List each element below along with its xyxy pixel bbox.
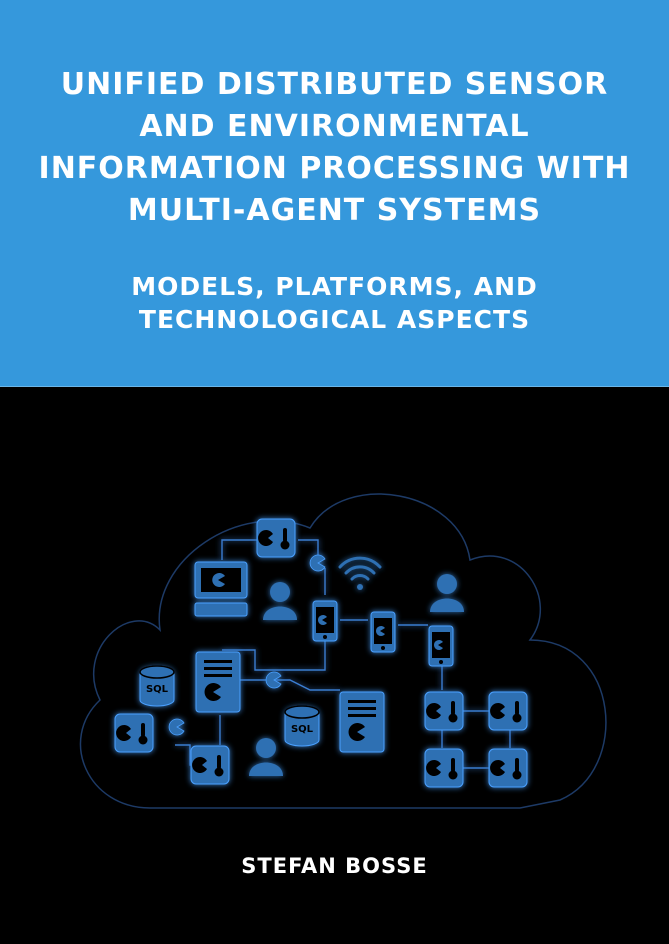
person-icon bbox=[249, 738, 283, 776]
author-name: STEFAN BOSSE bbox=[241, 854, 428, 878]
sensor-node-icon bbox=[424, 691, 464, 731]
book-title: UNIFIED DISTRIBUTED SENSOR AND ENVIRONME… bbox=[38, 67, 631, 228]
computer-icon bbox=[194, 561, 248, 617]
band-divider bbox=[0, 386, 669, 387]
wifi-icon bbox=[338, 556, 382, 590]
smartphone-icon bbox=[312, 600, 338, 642]
sensor-node-icon bbox=[488, 748, 528, 788]
sensor-node-icon bbox=[424, 748, 464, 788]
database-label: SQL bbox=[291, 724, 314, 735]
document-icon bbox=[339, 691, 385, 753]
sensor-node-icon bbox=[488, 691, 528, 731]
title-band bbox=[0, 0, 669, 386]
person-icon bbox=[430, 574, 464, 612]
agent-icon bbox=[168, 718, 185, 736]
sensor-node-icon bbox=[256, 518, 296, 558]
cloud-icon bbox=[79, 493, 607, 809]
database-label: SQL bbox=[146, 684, 169, 695]
person-icon bbox=[263, 582, 297, 620]
smartphone-icon bbox=[428, 625, 454, 667]
agent-icon bbox=[309, 554, 326, 572]
sensor-node-icon bbox=[190, 745, 230, 785]
document-icon bbox=[195, 651, 241, 713]
smartphone-icon bbox=[370, 611, 396, 653]
sensor-node-icon bbox=[114, 713, 154, 753]
book-subtitle: MODELS, PLATFORMS, AND TECHNOLOGICAL ASP… bbox=[131, 272, 538, 334]
cloud-network-illustration: SQL SQL bbox=[79, 493, 607, 809]
